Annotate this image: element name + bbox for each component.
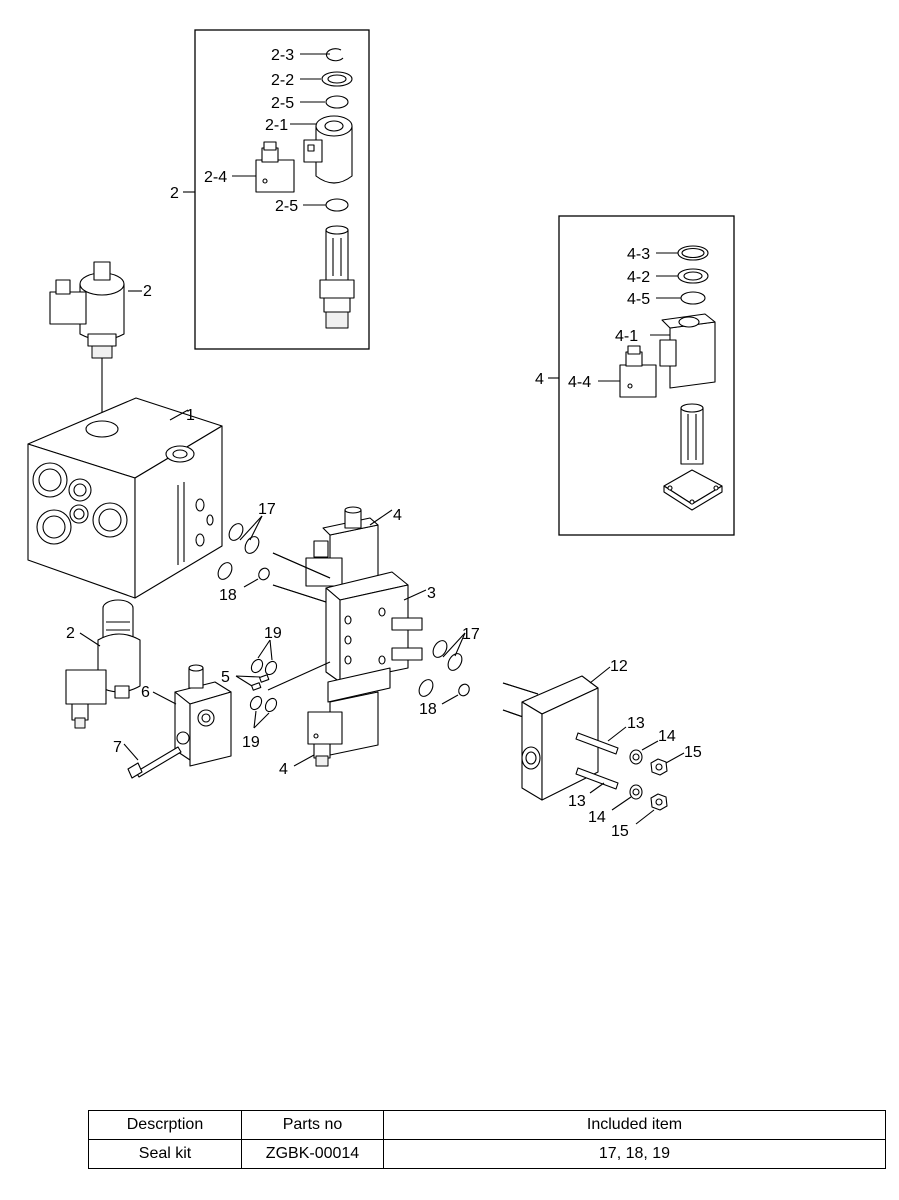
part-4-cartridge <box>663 403 723 511</box>
part-4-bottom-solenoid: 4 <box>279 691 379 778</box>
callout-14-top: 14 <box>658 728 676 745</box>
callout-18-left: 18 <box>219 587 237 604</box>
part-2-bottom-solenoid: 2 <box>65 599 141 729</box>
part-18-oring-left: 18 <box>219 567 270 604</box>
callout-3: 3 <box>427 585 436 602</box>
callout-2-top: 2 <box>143 283 152 300</box>
callout-4-bottom: 4 <box>279 761 288 778</box>
callout-19-bottom: 19 <box>242 734 260 751</box>
part-7-bolt: 7 <box>113 739 182 779</box>
callout-15-top: 15 <box>684 744 702 761</box>
callout-2-bottom: 2 <box>66 625 75 642</box>
part-19-orings-top: 19 <box>250 625 282 676</box>
callout-7: 7 <box>113 739 122 756</box>
part-4-3-ring: 4-3 <box>627 245 709 263</box>
callout-12: 12 <box>610 658 628 675</box>
callout-4-3: 4-3 <box>627 246 650 263</box>
cell-parts-no: ZGBK-00014 <box>241 1139 384 1169</box>
part-18-oring-right: 18 <box>419 683 470 718</box>
part-4-2-washer: 4-2 <box>627 268 709 286</box>
cell-description: Seal kit <box>88 1139 242 1169</box>
callout-6: 6 <box>141 684 150 701</box>
part-5-pins: 5 <box>221 669 270 691</box>
part-13-studs: 13 13 <box>568 715 645 810</box>
part-19-orings-bottom: 19 <box>242 695 278 751</box>
header-included-item: Included item <box>383 1110 886 1140</box>
part-15-nuts: 15 15 <box>611 744 702 840</box>
part-2-5-oring-bottom: 2-5 <box>275 198 349 215</box>
part-2-2-washer: 2-2 <box>271 71 353 89</box>
cell-included-item: 17, 18, 19 <box>383 1139 886 1169</box>
part-4-4-connector: 4-4 <box>568 345 657 398</box>
callout-17-right: 17 <box>462 626 480 643</box>
table-row: Seal kit ZGBK-00014 17, 18, 19 <box>88 1139 886 1169</box>
callout-4-mid: 4 <box>393 507 402 524</box>
part-2-5-oring-top: 2-5 <box>271 95 349 112</box>
part-2-cartridge <box>319 225 355 329</box>
header-description: Descrption <box>88 1110 242 1140</box>
part-6-block: 6 <box>141 664 232 767</box>
callout-14-bottom: 14 <box>588 809 606 826</box>
callout-15-bottom: 15 <box>611 823 629 840</box>
part-1-manifold-block: 1 <box>27 397 223 599</box>
callout-2-5-top: 2-5 <box>271 95 294 112</box>
part-4-mid-solenoid: 4 <box>305 506 402 591</box>
part-12-bracket: 12 <box>502 658 628 801</box>
callout-2-4: 2-4 <box>204 169 227 186</box>
callout-13-top: 13 <box>627 715 645 732</box>
callout-1: 1 <box>186 407 195 424</box>
seal-kit-table: Descrption Parts no Included item Seal k… <box>88 1110 886 1169</box>
callout-2-3: 2-3 <box>271 47 294 64</box>
callout-4-4: 4-4 <box>568 374 591 391</box>
callout-17-left: 17 <box>258 501 276 518</box>
part-2-3-snap-ring: 2-3 <box>271 47 344 64</box>
callout-4-2: 4-2 <box>627 269 650 286</box>
header-parts-no: Parts no <box>241 1110 384 1140</box>
callout-4-group: 4 <box>535 371 544 388</box>
part-17-orings-left: 17 <box>217 501 276 580</box>
callout-2-5-bottom: 2-5 <box>275 198 298 215</box>
callout-18-right: 18 <box>419 701 437 718</box>
inset-box-2: 2 <box>170 29 370 350</box>
table-header-row: Descrption Parts no Included item <box>88 1110 886 1140</box>
part-3-valve-body: 3 <box>267 552 436 703</box>
part-2-top-solenoid: 2 <box>49 261 152 420</box>
part-4-1-coil: 4-1 <box>615 313 716 389</box>
callout-13-bottom: 13 <box>568 793 586 810</box>
callout-2-group: 2 <box>170 185 179 202</box>
callout-4-1: 4-1 <box>615 328 638 345</box>
callout-19-top: 19 <box>264 625 282 642</box>
part-2-1-coil: 2-1 <box>265 115 353 184</box>
part-17-orings-right: 17 <box>418 626 480 697</box>
callout-4-5: 4-5 <box>627 291 650 308</box>
part-4-5-oring: 4-5 <box>627 291 706 308</box>
inset-box-4: 4 <box>535 215 735 536</box>
part-2-4-connector: 2-4 <box>204 141 295 193</box>
callout-2-1: 2-1 <box>265 117 288 134</box>
callout-5: 5 <box>221 669 230 686</box>
callout-2-2: 2-2 <box>271 72 294 89</box>
part-14-washers: 14 14 <box>588 728 676 826</box>
